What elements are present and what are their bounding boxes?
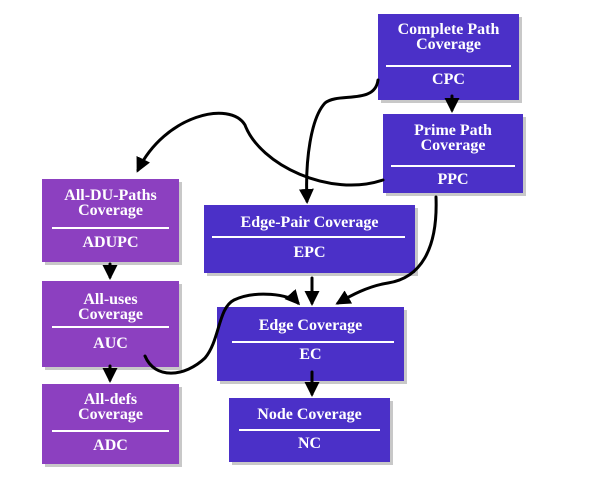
node-abbreviation: EPC bbox=[293, 244, 326, 261]
node-title-line: Coverage bbox=[78, 406, 143, 423]
node-title-line: All-DU-Paths bbox=[64, 187, 157, 204]
node-title-line: Node Coverage bbox=[257, 406, 362, 423]
node-divider bbox=[212, 236, 405, 238]
node-divider bbox=[239, 429, 380, 431]
node-divider bbox=[52, 430, 169, 432]
node-title-line: Coverage bbox=[78, 306, 143, 323]
arrow-auc-to-ec bbox=[143, 289, 300, 375]
node-complete-path-coverage: Complete Path Coverage CPC bbox=[378, 14, 519, 100]
node-abbreviation: CPC bbox=[432, 71, 465, 88]
node-title-line: All-uses bbox=[83, 291, 138, 308]
node-abbreviation: EC bbox=[299, 346, 322, 363]
node-title-line: Edge Coverage bbox=[258, 317, 363, 334]
node-abbreviation: PPC bbox=[437, 171, 469, 188]
node-all-du-paths-coverage: All-DU-Paths Coverage ADUPC bbox=[42, 179, 179, 262]
node-title-line: Coverage bbox=[416, 36, 481, 53]
node-all-uses-coverage: All-uses Coverage AUC bbox=[42, 281, 179, 367]
node-title-line: Prime Path bbox=[414, 122, 492, 139]
arrow-cpc-to-epc bbox=[298, 78, 380, 204]
node-all-defs-coverage: All-defs Coverage ADC bbox=[42, 384, 179, 464]
node-title-line: Coverage bbox=[420, 137, 486, 154]
arrow-ppc-to-adupc bbox=[136, 111, 385, 187]
node-title-line: Edge-Pair Coverage bbox=[240, 214, 379, 231]
node-divider bbox=[52, 326, 169, 328]
node-edge-pair-coverage: Edge-Pair Coverage EPC bbox=[204, 205, 415, 273]
node-divider bbox=[52, 227, 169, 229]
node-abbreviation: AUC bbox=[93, 335, 128, 352]
node-divider bbox=[232, 341, 394, 343]
arrow-ppc-to-ec bbox=[335, 195, 438, 305]
node-abbreviation: ADUPC bbox=[82, 234, 139, 251]
node-abbreviation: NC bbox=[297, 435, 322, 452]
node-divider bbox=[386, 65, 511, 67]
node-abbreviation: ADC bbox=[93, 437, 128, 454]
node-title-line: All-defs bbox=[83, 391, 138, 408]
node-node-coverage: Node Coverage NC bbox=[229, 398, 390, 462]
node-title-line: Complete Path bbox=[397, 21, 500, 38]
node-edge-coverage: Edge Coverage EC bbox=[217, 307, 404, 381]
node-title-line: Coverage bbox=[78, 202, 143, 219]
node-prime-path-coverage: Prime Path Coverage PPC bbox=[383, 114, 523, 193]
node-divider bbox=[391, 165, 515, 167]
